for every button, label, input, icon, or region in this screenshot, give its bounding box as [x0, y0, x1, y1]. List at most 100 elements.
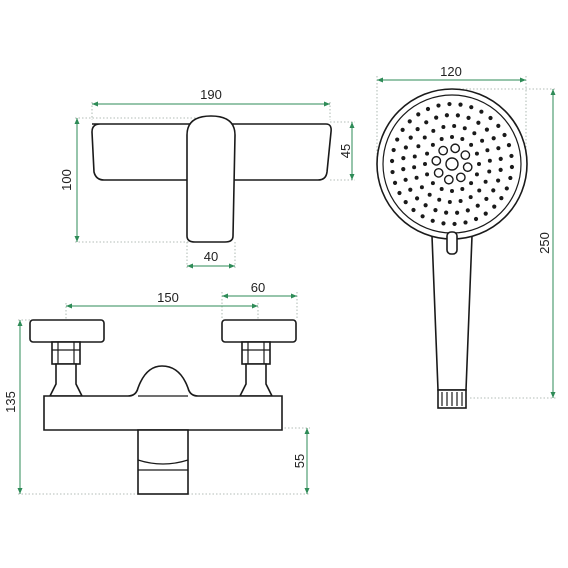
shower-handle [431, 235, 473, 391]
nozzle-hole [487, 158, 492, 163]
center-nozzle [445, 157, 459, 171]
dimension-60-label: 60 [251, 280, 265, 295]
nozzle-hole [504, 186, 509, 191]
nozzle-hole [474, 172, 479, 177]
dimension-45-label: 45 [338, 144, 353, 158]
nozzle-hole [444, 113, 449, 118]
dimension-40: 40 [187, 249, 235, 269]
left-eccentric [48, 363, 84, 397]
nozzle-hole [430, 142, 435, 147]
nozzle-hole [462, 162, 473, 173]
nozzle-hole [480, 138, 485, 143]
nozzle-hole [455, 172, 466, 183]
nozzle-hole [391, 147, 396, 153]
nozzle-hole [458, 102, 463, 107]
dimension-150: 150 [66, 290, 258, 309]
nozzle-hole [496, 178, 501, 183]
mixer-body-front [43, 365, 283, 431]
nozzle-hole [403, 145, 408, 150]
nozzle-hole [509, 164, 515, 170]
nozzle-hole [491, 136, 496, 141]
nozzle-hole [469, 181, 474, 186]
nozzle-hole [460, 186, 465, 191]
dimension-60: 60 [222, 280, 297, 299]
nozzle-hole [498, 156, 503, 161]
nozzle-hole [390, 169, 395, 175]
dimension-40-label: 40 [204, 249, 218, 264]
nozzle-hole [492, 204, 497, 209]
nozzle-hole [403, 200, 408, 205]
nozzle-hole [450, 135, 454, 139]
nozzle-hole [401, 156, 406, 161]
nozzle-hole [455, 210, 460, 215]
nozzle-hole [439, 137, 444, 142]
dimension-120-label: 120 [440, 64, 462, 79]
nozzle-hole [431, 155, 442, 166]
nozzle-hole [473, 216, 479, 222]
dimension-190: 190 [92, 87, 330, 107]
nozzle-hole [483, 211, 488, 216]
nozzle-hole [392, 180, 398, 185]
nozzle-hole [484, 127, 490, 132]
nozzle-hole [506, 143, 512, 148]
nozzle-hole [509, 153, 514, 159]
nozzle-hole [450, 143, 461, 154]
dimension-190-label: 190 [200, 87, 222, 102]
nozzle-hole [400, 127, 405, 132]
nozzle-hole [422, 135, 427, 140]
right-eccentric [238, 363, 274, 397]
front-view: 150 60 135 55 [3, 280, 310, 495]
nozzle-hole [502, 132, 507, 138]
nozzle-hole [472, 131, 477, 136]
dimension-150-label: 150 [157, 290, 179, 305]
nozzle-hole [416, 144, 421, 149]
nozzle-hole [447, 199, 452, 204]
nozzle-hole [403, 177, 408, 182]
nozzle-hole [455, 113, 460, 118]
nozzle-hole [425, 151, 430, 156]
nozzle-hole [468, 195, 473, 200]
nozzle-hole [425, 172, 430, 177]
nozzle-hole [415, 126, 420, 132]
nozzle-hole [488, 115, 493, 121]
nozzle-hole [439, 186, 444, 191]
nozzle-hole [389, 158, 395, 164]
nozzle-hole [411, 207, 416, 213]
nozzle-hole [483, 179, 488, 184]
nozzle-hole [414, 196, 420, 201]
nozzle-hole [441, 221, 446, 226]
nozzle-hole [475, 203, 480, 208]
hand-shower: 120 250 [376, 64, 556, 409]
nozzle-hole [474, 151, 479, 156]
nozzle-hole [431, 128, 436, 133]
nozzle-hole [477, 162, 481, 166]
nozzle-hole [460, 150, 471, 161]
nozzle-hole [447, 101, 452, 107]
nozzle-hole [427, 192, 432, 197]
nozzle-hole [441, 124, 446, 129]
dimension-135-label: 135 [3, 391, 18, 413]
nozzle-hole [433, 167, 444, 178]
nozzle-hole [433, 208, 438, 213]
right-connection-nut [221, 319, 297, 343]
nozzle-hole [437, 197, 442, 202]
dimension-45: 45 [338, 122, 355, 180]
nozzle-hole [430, 181, 435, 186]
nozzle-hole [401, 167, 406, 172]
dimension-100: 100 [59, 118, 80, 242]
nozzle-hole [463, 220, 468, 225]
nozzle-hole [460, 137, 465, 142]
dimension-55: 55 [292, 428, 310, 494]
nozzle-hole [438, 145, 449, 156]
nozzle-hole [444, 210, 449, 215]
dimension-135: 135 [3, 320, 23, 494]
spray-selector [446, 231, 458, 255]
nozzle-hole [425, 106, 431, 112]
nozzle-hole [466, 115, 471, 120]
nozzle-hole [395, 137, 400, 142]
dimension-250-label: 250 [537, 232, 552, 254]
nozzle-hole [423, 203, 428, 208]
nozzle-hole [465, 208, 470, 213]
nozzle-hole [477, 188, 482, 193]
